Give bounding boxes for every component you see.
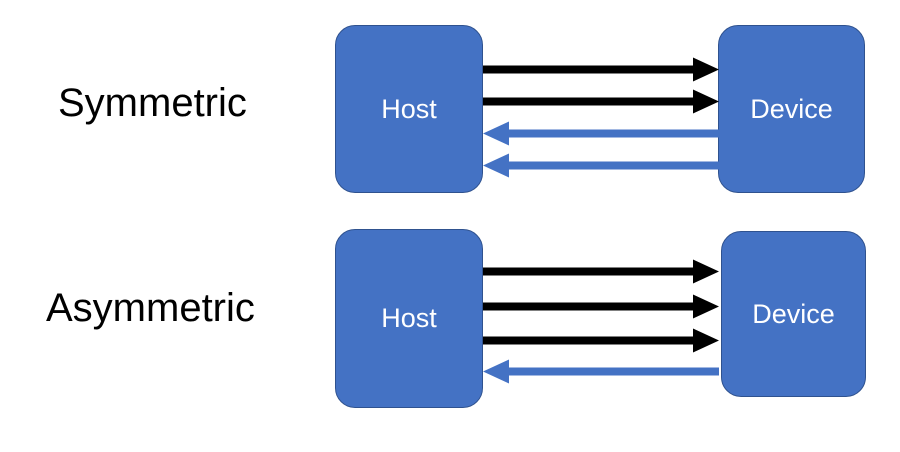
row-label-asymmetric: Asymmetric	[46, 286, 255, 330]
arrow-shaft	[483, 336, 693, 345]
arrow-head-icon	[693, 294, 719, 319]
arrow-head-icon	[483, 359, 509, 384]
symmetric-arrow-upstream-1[interactable]	[483, 121, 719, 146]
asymmetric-arrow-downstream-1[interactable]	[483, 259, 719, 284]
asymmetric-arrow-upstream-1[interactable]	[483, 359, 719, 384]
symmetric-arrow-downstream-1[interactable]	[483, 57, 719, 82]
arrow-shaft	[509, 129, 719, 138]
arrow-head-icon	[693, 328, 719, 353]
asymmetric-arrow-downstream-3[interactable]	[483, 328, 719, 353]
arrow-shaft	[483, 65, 693, 74]
symmetric-device-label: Device	[750, 93, 833, 124]
row-label-symmetric: Symmetric	[58, 81, 247, 125]
arrow-shaft	[509, 161, 719, 170]
arrow-head-icon	[483, 153, 509, 178]
arrow-shaft	[509, 367, 719, 376]
arrow-shaft	[483, 267, 693, 276]
arrow-head-icon	[483, 121, 509, 146]
asymmetric-device-label: Device	[752, 298, 835, 329]
asymmetric-arrow-downstream-2[interactable]	[483, 294, 719, 319]
symmetric-device-node[interactable]: Device	[718, 25, 865, 193]
asymmetric-device-node[interactable]: Device	[721, 231, 866, 397]
arrow-head-icon	[693, 57, 719, 82]
symmetric-host-label: Host	[381, 93, 437, 124]
symmetric-arrow-upstream-2[interactable]	[483, 153, 719, 178]
arrow-head-icon	[693, 89, 719, 114]
symmetric-arrow-downstream-2[interactable]	[483, 89, 719, 114]
arrow-head-icon	[693, 259, 719, 284]
asymmetric-host-node[interactable]: Host	[335, 229, 483, 408]
symmetric-host-node[interactable]: Host	[335, 25, 483, 193]
arrow-shaft	[483, 97, 693, 106]
asymmetric-host-label: Host	[381, 303, 437, 333]
arrow-shaft	[483, 302, 693, 311]
